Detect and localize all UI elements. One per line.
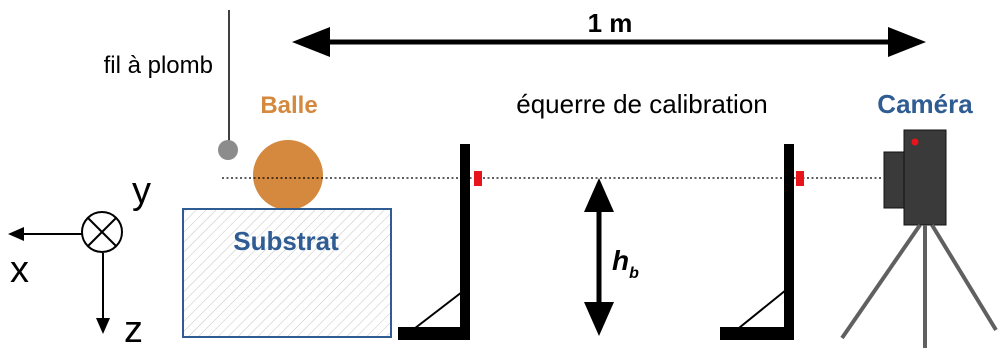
calibration-marker-2 <box>796 171 804 186</box>
calibration-marker-1 <box>474 171 482 186</box>
camera-label: Caméra <box>877 89 973 119</box>
camera <box>883 129 947 226</box>
tripod <box>840 223 998 348</box>
camera-indicator <box>911 138 919 146</box>
axis-y-symbol <box>81 211 123 253</box>
plumb-line-label: fil à plomb <box>104 52 213 79</box>
substrate-label: Substrat <box>233 226 339 256</box>
axis-z-label: z <box>124 309 143 350</box>
axes <box>8 211 123 334</box>
distance-arrow <box>292 27 926 57</box>
height-arrow <box>584 178 614 336</box>
substrate <box>182 208 392 338</box>
distance-label: 1 m <box>588 8 633 38</box>
height-label: hb <box>612 245 639 282</box>
ball-label: Balle <box>260 92 317 119</box>
axis-x-label: x <box>10 249 29 291</box>
calibration-square-label: équerre de calibration <box>516 89 768 119</box>
axis-y-label: y <box>132 170 151 212</box>
plumb-bob <box>218 140 238 160</box>
calibration-square-1 <box>398 144 482 340</box>
ball <box>253 140 323 210</box>
calibration-square-2 <box>720 144 804 340</box>
